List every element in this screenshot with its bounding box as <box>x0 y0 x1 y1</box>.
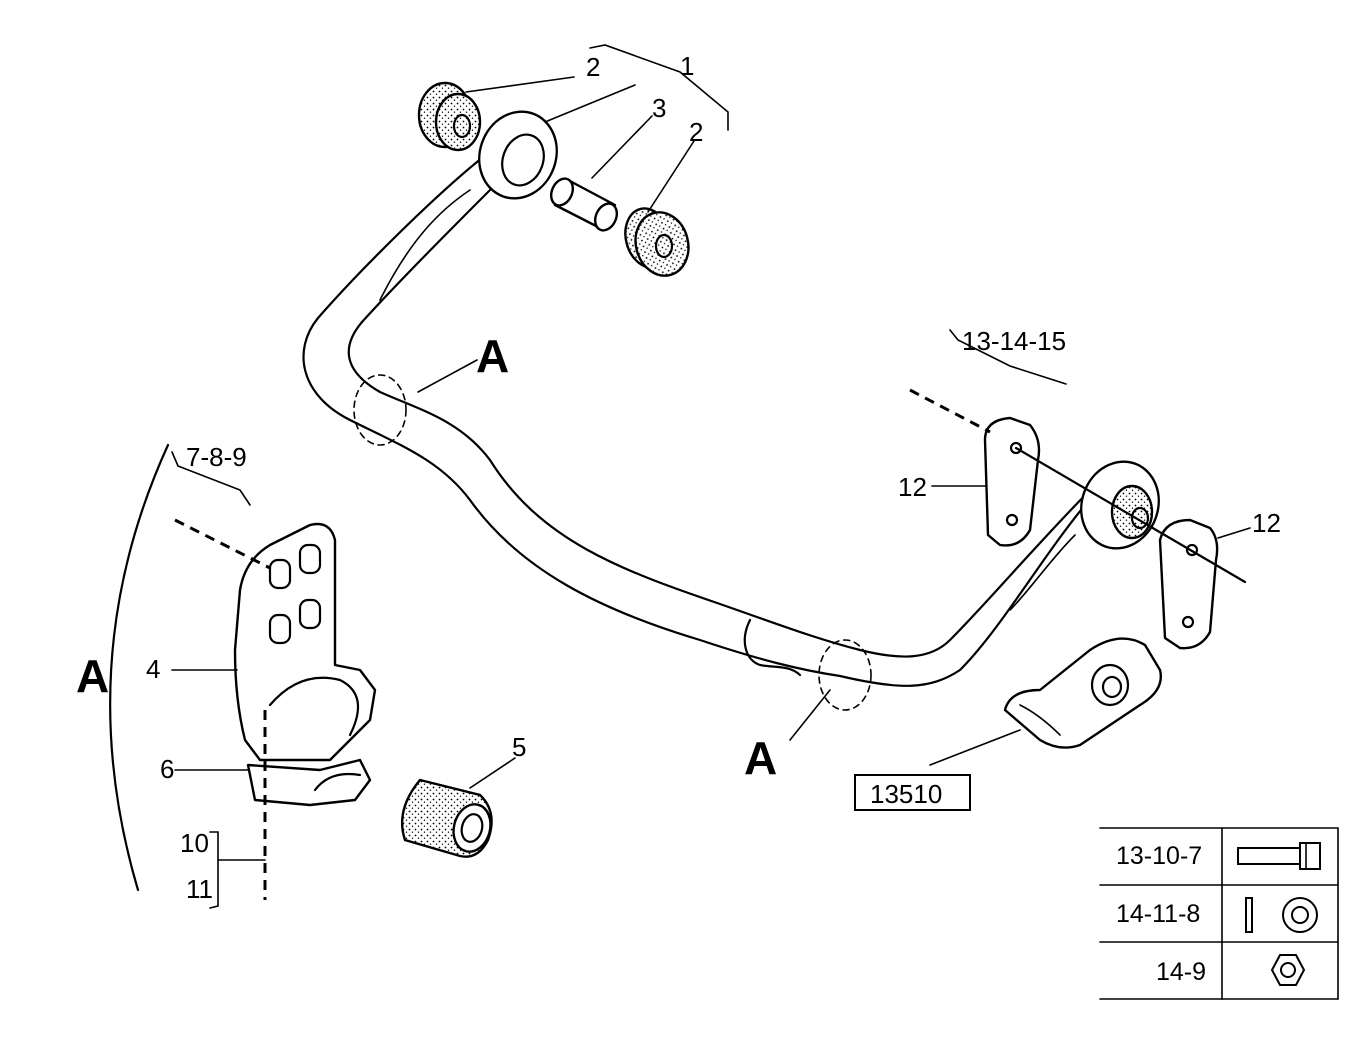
link-plate-left <box>983 416 1041 547</box>
callout-6: 6 <box>160 754 174 784</box>
bolt-icon <box>1237 842 1321 870</box>
fastener-code-row-3: 14-9 <box>1156 958 1206 986</box>
anti-roll-bar <box>302 148 1102 711</box>
callout-11: 11 <box>186 874 213 904</box>
callout-10: 10 <box>180 828 209 858</box>
reference-number: 13510 <box>870 779 942 809</box>
link-plate-right <box>1158 518 1219 650</box>
section-marker-a-detail: A <box>76 650 109 702</box>
leader-lines <box>171 44 1251 909</box>
washer-icon <box>1245 897 1318 933</box>
spacer-sleeve <box>549 177 619 232</box>
clamp-bushing <box>401 778 493 858</box>
callout-7-8-9: 7-8-9 <box>186 442 247 472</box>
callout-13-14-15: 13-14-15 <box>962 326 1066 356</box>
fastener-code-row-2: 14-11-8 <box>1116 900 1200 928</box>
rubber-bushing-right <box>624 207 690 277</box>
frame-bracket <box>233 522 377 762</box>
callout-3: 3 <box>652 93 666 123</box>
detail-a-arc <box>109 443 170 892</box>
callout-12-left: 12 <box>898 472 927 502</box>
callout-5: 5 <box>512 732 526 762</box>
nut-icon <box>1270 954 1306 986</box>
fastener-code-row-1: 13-10-7 <box>1116 842 1202 870</box>
callout-4: 4 <box>146 654 160 684</box>
reference-box: 13510 <box>854 774 971 811</box>
section-marker-a-bottom: A <box>744 732 777 784</box>
section-marker-a-top: A <box>476 330 509 382</box>
rubber-bushing-left <box>417 81 482 152</box>
fastener-table: 13-10-7 14-11-8 14-9 <box>1099 827 1339 1000</box>
callout-2-left: 2 <box>586 52 600 82</box>
mounting-bracket-13510 <box>1003 637 1162 749</box>
callout-1: 1 <box>680 51 694 81</box>
bar-eye-upper <box>478 110 558 200</box>
bar-eye-lower <box>1080 460 1160 550</box>
callout-2-right: 2 <box>689 117 703 147</box>
callout-12-right: 12 <box>1252 508 1281 538</box>
